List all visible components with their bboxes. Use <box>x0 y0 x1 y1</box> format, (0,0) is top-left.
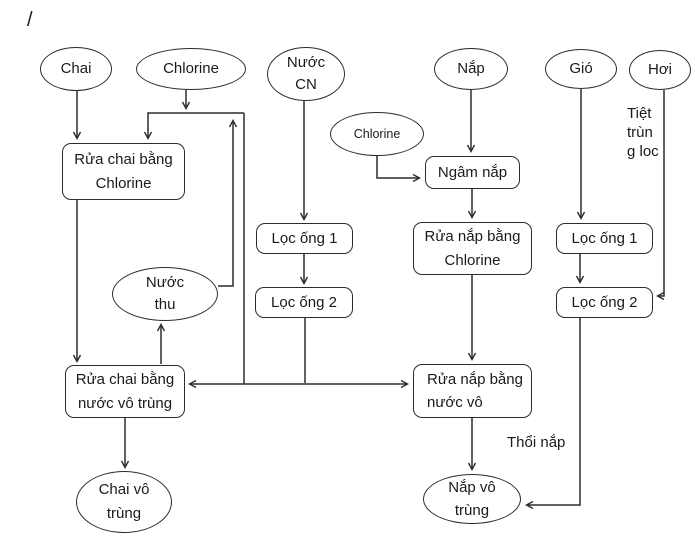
slash-mark: / <box>27 9 33 31</box>
node-nuoc-cn: Nước CN <box>267 47 345 101</box>
node-loc-ong-2-right: Lọc ống 2 <box>556 287 653 318</box>
arrow-hoi-to-loc-ong-2-right <box>656 90 665 301</box>
node-loc-ong-1-right: Lọc ống 1 <box>556 223 653 254</box>
node-rua-nap-bang-chlorine: Rửa nắp bằng Chlorine <box>413 222 532 275</box>
node-hoi: Hơi <box>629 50 691 90</box>
node-nuoc-thu: Nước thu <box>112 267 218 321</box>
node-chai-vo-trung: Chai vô trùng <box>76 471 172 533</box>
node-nap: Nắp <box>434 48 508 90</box>
node-chai: Chai <box>40 47 112 91</box>
node-chlorine-small: Chlorine <box>330 112 424 156</box>
arrow-nuoc-thu-return-up <box>218 119 238 287</box>
arrow-loc-ong-2-right-to-nap-vo-trung <box>525 318 581 510</box>
node-rua-nap-bang-nuoc-vo: Rửa nắp bằng nước vô <box>413 364 532 418</box>
arrow-chlorine-small-to-ngam-nap <box>376 156 421 183</box>
node-loc-ong-1-mid: Lọc ống 1 <box>256 223 353 254</box>
annotation-tiet-trung-loc: Tiệt trùn g loc <box>627 105 659 160</box>
node-rua-chai-bang-chlorine: Rửa chai bằng Chlorine <box>62 143 185 200</box>
arrow-topline-into-rua-chai-chlorine <box>143 112 244 140</box>
annotation-thoi-nap: Thổi nắp <box>507 434 566 451</box>
node-chlorine-top: Chlorine <box>136 48 246 90</box>
node-rua-chai-bang-nuoc-vo-trung: Rửa chai bằng nước vô trùng <box>65 365 185 418</box>
node-ngam-nap: Ngâm nắp <box>425 156 520 189</box>
node-gio: Gió <box>545 49 617 89</box>
node-nap-vo-trung: Nắp vô trùng <box>423 474 521 524</box>
node-loc-ong-2-mid: Lọc ống 2 <box>255 287 353 318</box>
